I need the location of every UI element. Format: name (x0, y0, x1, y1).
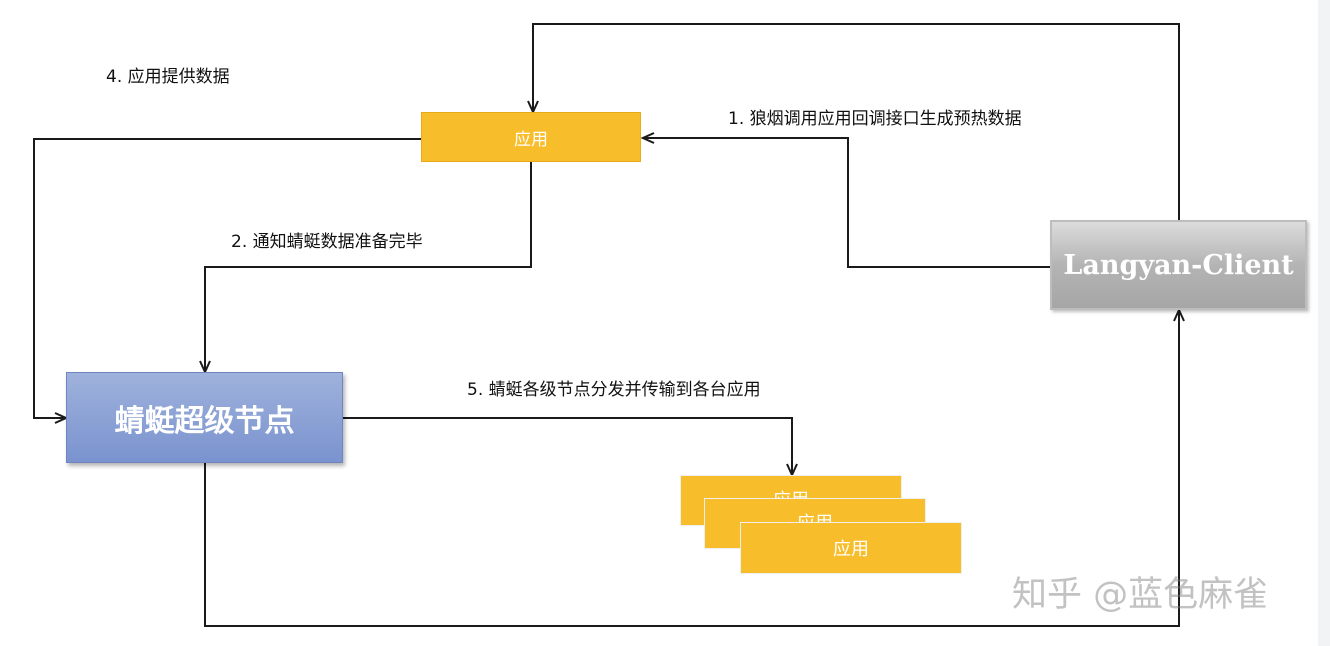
langyan-client-label: Langyan-Client (1063, 249, 1294, 281)
dragonfly-super-node-label: 蜻蜓超级节点 (114, 403, 295, 439)
langyan-client-node: Langyan-Client (1050, 220, 1307, 310)
app-stack-card-3: 应用 (740, 522, 962, 574)
connector-step1 (643, 138, 1050, 268)
connector-step5 (343, 417, 792, 475)
connector-node-to-client-loop (204, 310, 1179, 627)
step4-label: 4. 应用提供数据 (106, 67, 230, 87)
app-stack-card-3-label: 应用 (833, 539, 869, 560)
app-node: 应用 (421, 112, 641, 162)
zhihu-watermark: 知乎 @蓝色麻雀 (1012, 575, 1269, 615)
connector-step4 (33, 138, 421, 418)
step5-label: 5. 蜻蜓各级节点分发并传输到各台应用 (467, 380, 761, 400)
right-edge-strip (1318, 0, 1330, 646)
step1-label: 1. 狼烟调用应用回调接口生成预热数据 (728, 109, 1022, 129)
connector-client-to-app-loop (533, 23, 1180, 220)
dragonfly-super-node: 蜻蜓超级节点 (66, 372, 343, 463)
step2-label: 2. 通知蜻蜓数据准备完毕 (231, 232, 423, 252)
connector-step2 (205, 162, 532, 372)
app-node-label: 应用 (514, 129, 548, 150)
